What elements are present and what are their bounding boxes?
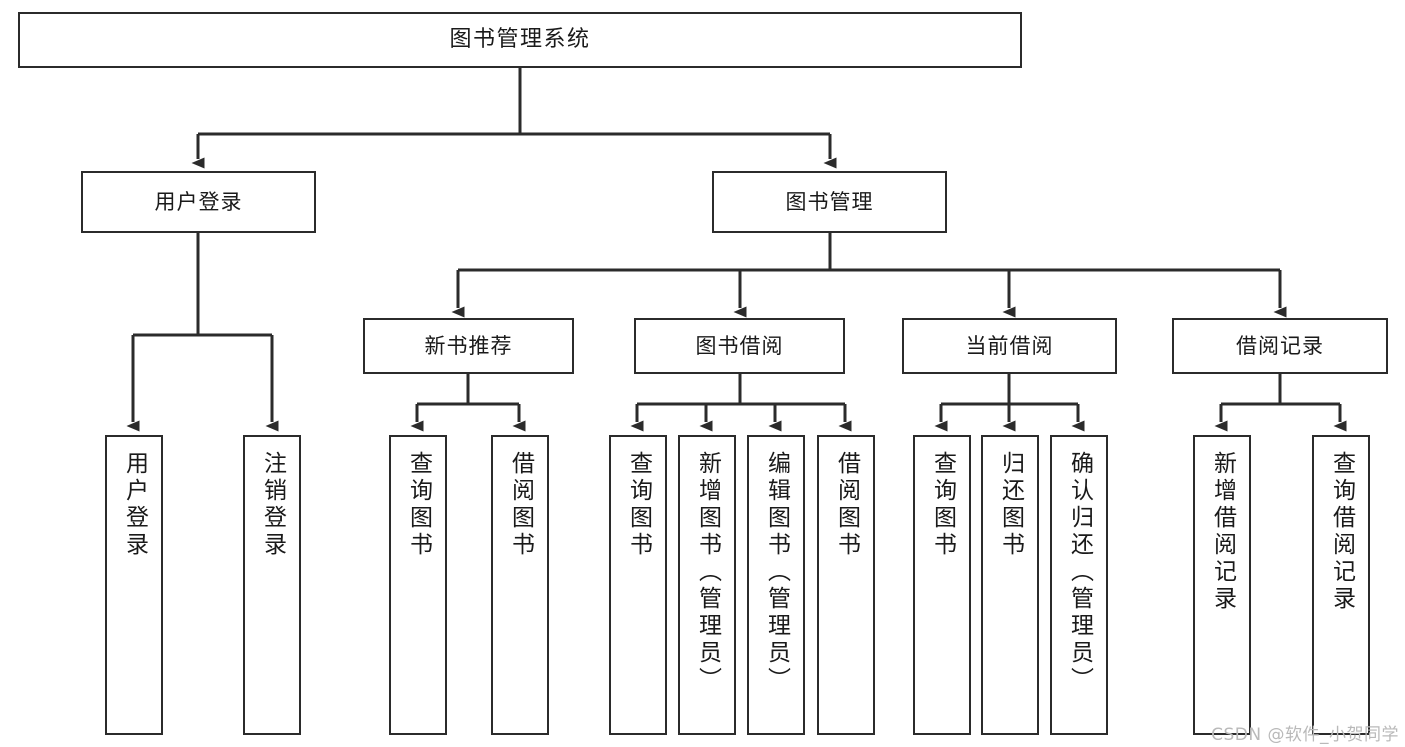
- leaf-user-logout-label: 注销登录: [259, 451, 286, 559]
- leaf-query-book-3-label: 查询图书: [929, 451, 956, 559]
- node-book-manage[interactable]: 图书管理: [712, 171, 947, 233]
- leaf-query-book-3[interactable]: 查询图书: [913, 435, 971, 735]
- leaf-query-record-label: 查询借阅记录: [1328, 451, 1355, 613]
- leaf-confirm-return[interactable]: 确认归还（管理员）: [1050, 435, 1108, 735]
- leaf-add-book-label: 新增图书（管理员）: [694, 451, 721, 694]
- leaf-query-book-1-label: 查询图书: [405, 451, 432, 559]
- leaf-query-book-2-label: 查询图书: [625, 451, 652, 559]
- leaf-add-book[interactable]: 新增图书（管理员）: [678, 435, 736, 735]
- leaf-add-record-label: 新增借阅记录: [1209, 451, 1236, 613]
- node-root-label: 图书管理系统: [449, 27, 591, 53]
- node-book-borrow[interactable]: 图书借阅: [634, 318, 845, 374]
- node-book-manage-label: 图书管理: [785, 189, 874, 214]
- leaf-confirm-return-label: 确认归还（管理员）: [1066, 451, 1093, 694]
- node-current-borrow-label: 当前借阅: [965, 333, 1054, 358]
- watermark: CSDN @软件_小贺同学: [1211, 725, 1399, 745]
- node-current-borrow[interactable]: 当前借阅: [902, 318, 1117, 374]
- leaf-return-book[interactable]: 归还图书: [981, 435, 1039, 735]
- leaf-borrow-book-2-label: 借阅图书: [833, 451, 860, 559]
- leaf-borrow-book-2[interactable]: 借阅图书: [817, 435, 875, 735]
- leaf-return-book-label: 归还图书: [997, 451, 1024, 559]
- node-root[interactable]: 图书管理系统: [18, 12, 1022, 68]
- leaf-user-logout[interactable]: 注销登录: [243, 435, 301, 735]
- node-new-book-rec[interactable]: 新书推荐: [363, 318, 574, 374]
- leaf-user-login-label: 用户登录: [121, 451, 148, 559]
- leaf-query-book-2[interactable]: 查询图书: [609, 435, 667, 735]
- node-user-login-label: 用户登录: [154, 189, 243, 214]
- leaf-add-record[interactable]: 新增借阅记录: [1193, 435, 1251, 735]
- node-new-book-rec-label: 新书推荐: [424, 333, 513, 358]
- leaf-borrow-book-1[interactable]: 借阅图书: [491, 435, 549, 735]
- leaf-edit-book-label: 编辑图书（管理员）: [763, 451, 790, 694]
- leaf-query-record[interactable]: 查询借阅记录: [1312, 435, 1370, 735]
- node-book-borrow-label: 图书借阅: [695, 333, 784, 358]
- leaf-query-book-1[interactable]: 查询图书: [389, 435, 447, 735]
- node-borrow-record-label: 借阅记录: [1236, 333, 1324, 358]
- node-borrow-record[interactable]: 借阅记录: [1172, 318, 1388, 374]
- leaf-user-login[interactable]: 用户登录: [105, 435, 163, 735]
- leaf-edit-book[interactable]: 编辑图书（管理员）: [747, 435, 805, 735]
- node-user-login[interactable]: 用户登录: [81, 171, 316, 233]
- leaf-borrow-book-1-label: 借阅图书: [507, 451, 534, 559]
